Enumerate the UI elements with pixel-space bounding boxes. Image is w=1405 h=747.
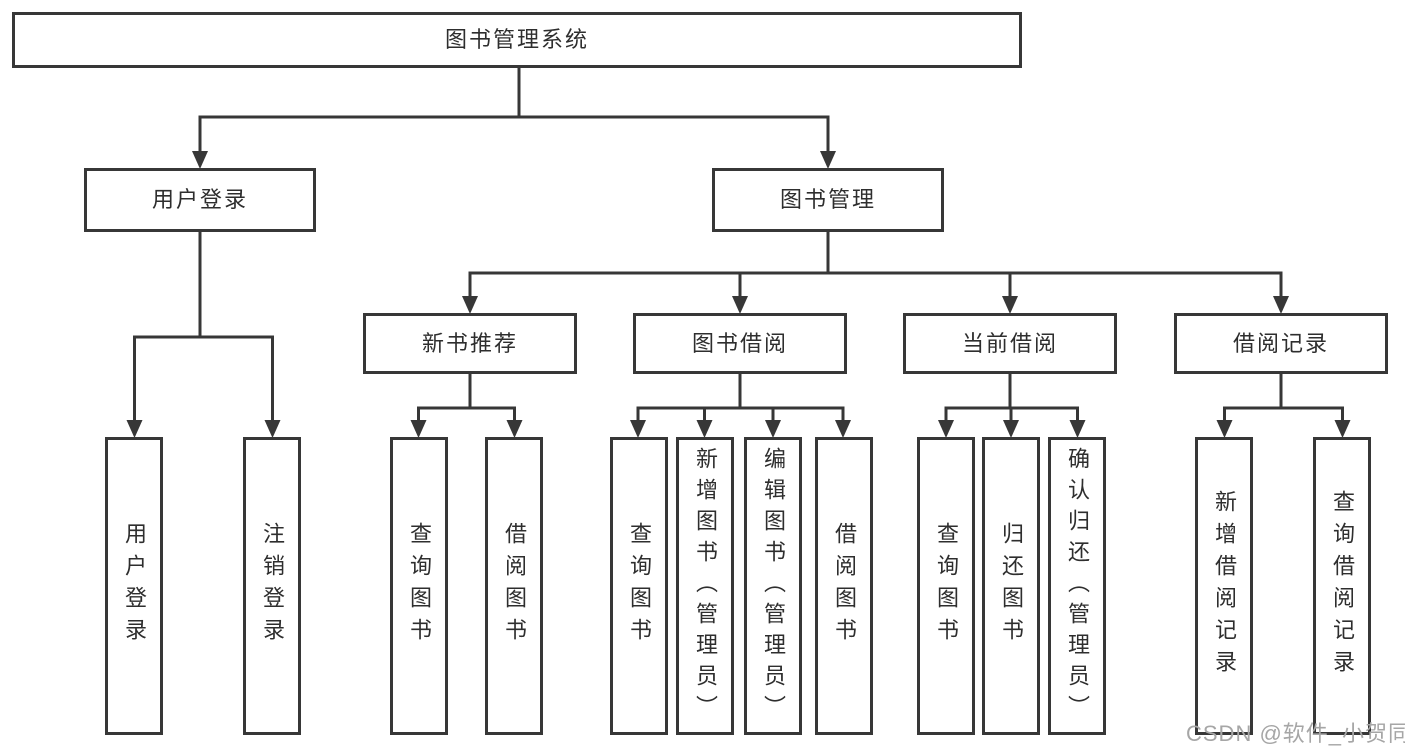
leaf-query-borrow-record-label: 查询借阅记录	[1330, 490, 1355, 682]
node-current-borrowing: 当前借阅	[903, 313, 1117, 374]
leaf-add-books-admin: 新增图书（管理员）	[676, 437, 734, 735]
connector-borrowing-children	[630, 371, 851, 438]
leaf-query-books-borrowing: 查询图书	[610, 437, 668, 735]
leaf-borrow-books-recommend: 借阅图书	[485, 437, 543, 735]
connector-records-children	[1216, 371, 1351, 438]
leaf-add-borrow-record: 新增借阅记录	[1195, 437, 1253, 735]
leaf-query-books-recommend: 查询图书	[390, 437, 448, 735]
leaf-query-books-borrowing-label: 查询图书	[627, 522, 652, 650]
node-new-book-recommendation: 新书推荐	[363, 313, 577, 374]
leaf-query-borrow-record: 查询借阅记录	[1313, 437, 1371, 735]
leaf-add-borrow-record-label: 新增借阅记录	[1212, 490, 1237, 682]
leaf-query-books-recommend-label: 查询图书	[407, 522, 432, 650]
node-root: 图书管理系统	[12, 12, 1022, 68]
node-book-management: 图书管理	[712, 168, 944, 232]
leaf-confirm-return-admin: 确认归还（管理员）	[1048, 437, 1106, 735]
watermark-text: CSDN @软件_小贺同学	[1186, 721, 1405, 746]
leaf-borrow-books-borrowing: 借阅图书	[815, 437, 873, 735]
leaf-borrow-books-recommend-label: 借阅图书	[502, 522, 527, 650]
leaf-borrow-books-borrowing-label: 借阅图书	[832, 522, 857, 650]
leaf-return-books: 归还图书	[982, 437, 1040, 735]
node-book-borrowing: 图书借阅	[633, 313, 847, 374]
leaf-query-books-current: 查询图书	[917, 437, 975, 735]
leaf-edit-books-admin: 编辑图书（管理员）	[744, 437, 802, 735]
connector-new-book-children	[410, 371, 523, 438]
connector-root-to-level2	[192, 65, 836, 169]
leaf-user-login: 用户登录	[105, 437, 163, 735]
connector-user-login-children	[126, 229, 281, 438]
leaf-logout-label: 注销登录	[260, 522, 285, 650]
leaf-return-books-label: 归还图书	[999, 522, 1024, 650]
connector-book-mgmt-to-level3	[462, 229, 1289, 314]
leaf-logout: 注销登录	[243, 437, 301, 735]
leaf-query-books-current-label: 查询图书	[934, 522, 959, 650]
leaf-user-login-label: 用户登录	[122, 522, 147, 650]
leaf-confirm-return-admin-label: 确认归还（管理员）	[1065, 446, 1090, 726]
leaf-add-books-admin-label: 新增图书（管理员）	[693, 446, 718, 726]
connector-current-children	[938, 371, 1086, 438]
node-borrowing-records: 借阅记录	[1174, 313, 1388, 374]
leaf-edit-books-admin-label: 编辑图书（管理员）	[761, 446, 786, 726]
node-user-login: 用户登录	[84, 168, 316, 232]
